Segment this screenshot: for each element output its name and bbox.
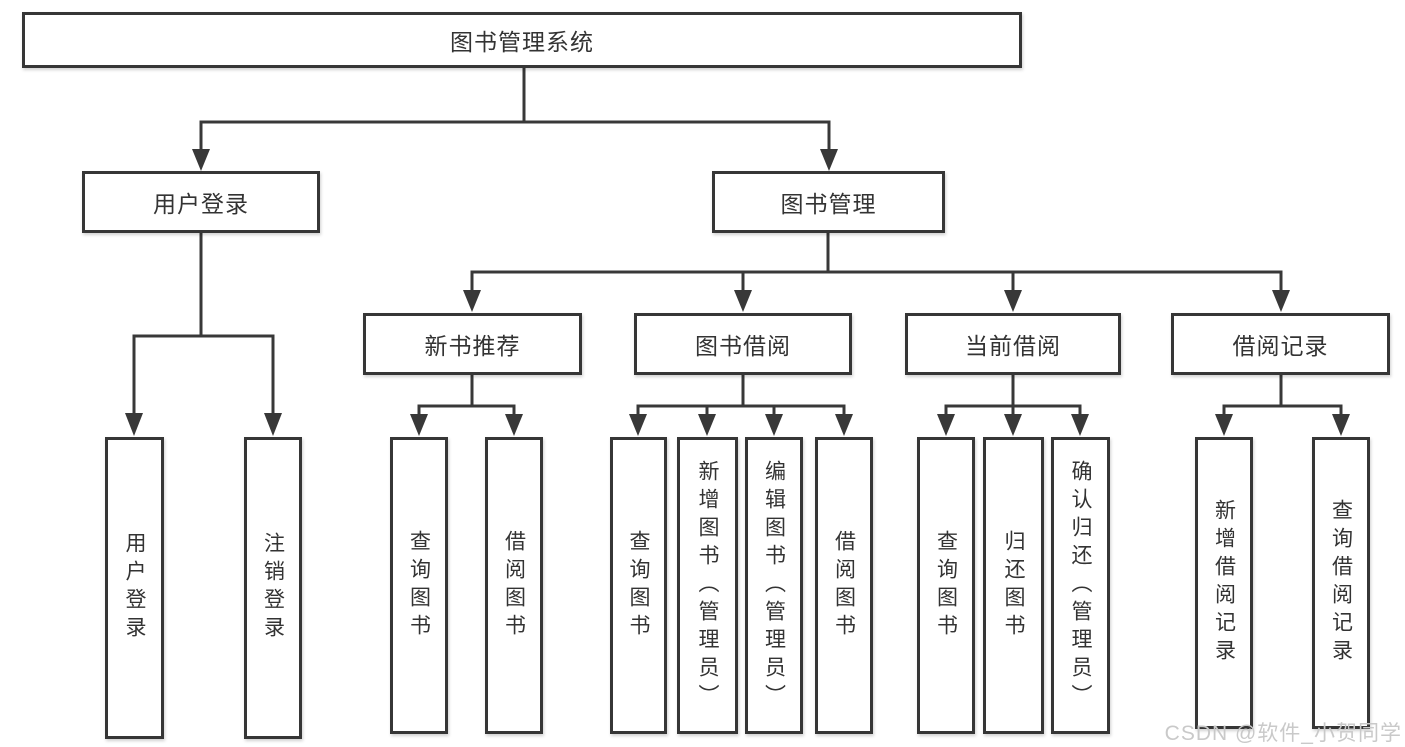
leaf-query-books-borrowing: 查询图书 bbox=[610, 437, 667, 734]
leaf-edit-books-admin: 编辑图书（管理员） bbox=[745, 437, 803, 734]
node-book-borrowing: 图书借阅 bbox=[634, 313, 852, 375]
leaf-return-books: 归还图书 bbox=[983, 437, 1044, 734]
leaf-confirm-return-admin: 确认归还（管理员） bbox=[1051, 437, 1110, 734]
watermark: CSDN @软件_小贺同学 bbox=[1164, 722, 1402, 745]
leaf-query-books-recommend: 查询图书 bbox=[390, 437, 448, 734]
node-user-login: 用户登录 bbox=[82, 171, 320, 233]
leaf-add-borrow-record: 新增借阅记录 bbox=[1195, 437, 1253, 729]
leaf-borrow-books-recommend: 借阅图书 bbox=[485, 437, 543, 734]
node-new-book-recommend: 新书推荐 bbox=[363, 313, 582, 375]
leaf-query-borrow-record: 查询借阅记录 bbox=[1312, 437, 1370, 729]
node-book-management: 图书管理 bbox=[712, 171, 945, 233]
node-root: 图书管理系统 bbox=[22, 12, 1022, 68]
leaf-add-books-admin: 新增图书（管理员） bbox=[677, 437, 738, 734]
node-current-borrowing: 当前借阅 bbox=[905, 313, 1121, 375]
leaf-logout-login: 注销登录 bbox=[244, 437, 302, 739]
node-borrowing-records: 借阅记录 bbox=[1171, 313, 1390, 375]
leaf-query-books-current: 查询图书 bbox=[917, 437, 975, 734]
leaf-user-login: 用户登录 bbox=[105, 437, 164, 739]
leaf-borrow-books-borrowing: 借阅图书 bbox=[815, 437, 873, 734]
